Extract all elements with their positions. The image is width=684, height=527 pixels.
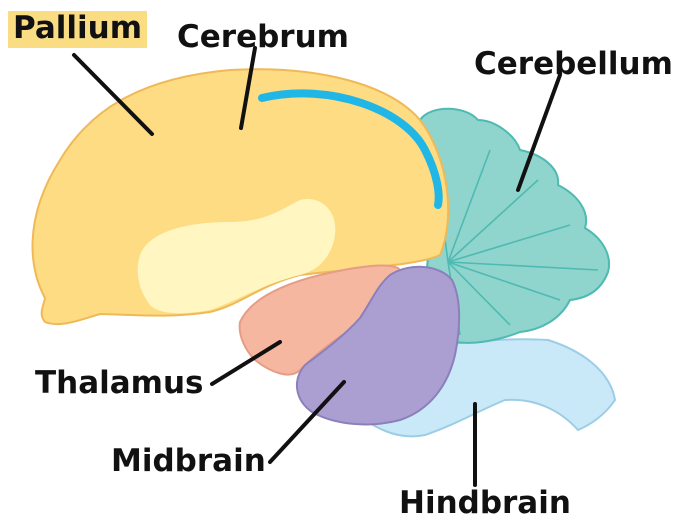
label-midbrain: Midbrain — [111, 446, 266, 477]
label-cerebrum: Cerebrum — [177, 22, 349, 53]
label-pallium: Pallium — [8, 11, 147, 48]
label-thalamus: Thalamus — [35, 368, 204, 399]
label-cerebellum: Cerebellum — [474, 49, 673, 80]
label-hindbrain: Hindbrain — [399, 488, 571, 519]
